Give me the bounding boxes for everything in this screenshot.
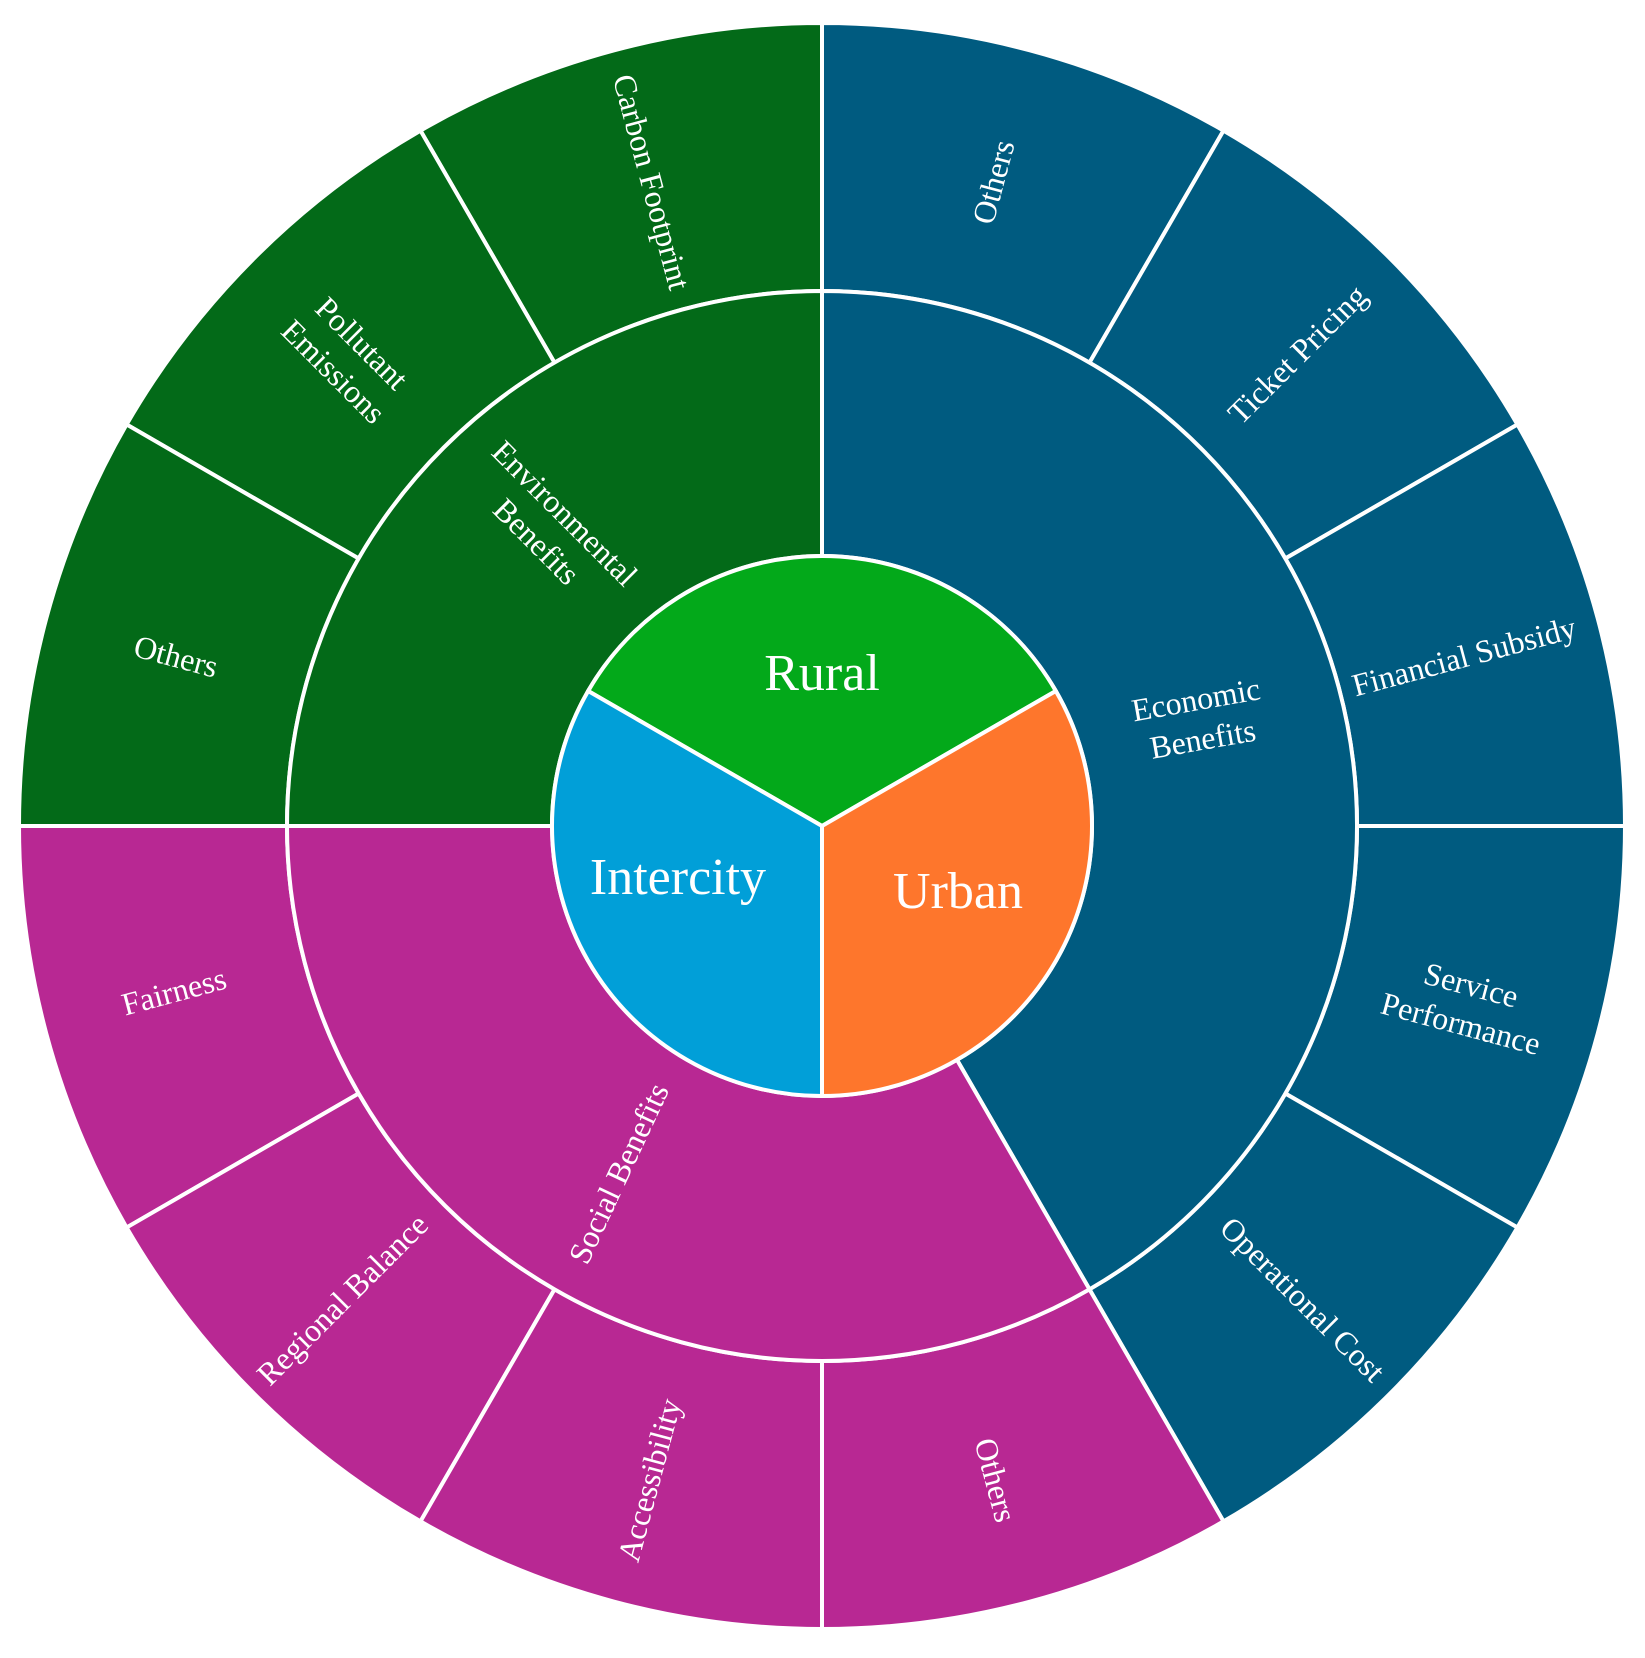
inner-label-intercity: Intercity [590,849,766,906]
inner-label-urban: Urban [893,863,1023,920]
inner-label-rural: Rural [764,645,880,702]
middle-ring [284,288,1359,1363]
inner-segment-intercity [550,688,824,1099]
inner-segment-urban [820,688,1094,1099]
inner-pie [550,553,1094,1099]
outer-ring [16,20,1628,1632]
